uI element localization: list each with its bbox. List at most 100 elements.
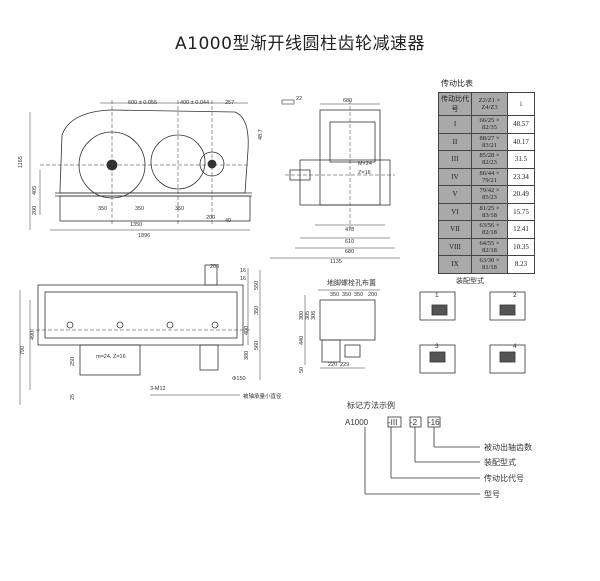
marking-assembly: -2: [410, 418, 418, 427]
top-dim-790: 790: [20, 346, 26, 355]
front-dim-405: 405: [32, 186, 38, 195]
top-view: [19, 264, 261, 405]
ratio-value: 12.41: [507, 220, 535, 239]
top-dim-25: 25: [70, 394, 76, 400]
front-dim-1896: 1896: [138, 233, 150, 239]
front-dim-400: 400 ± 0.044: [180, 100, 209, 106]
foot-dim-200: 200: [368, 292, 377, 298]
ratio-header-i: i: [507, 92, 535, 116]
ratio-code: IX: [438, 255, 472, 274]
assembly-num-2: 2: [513, 292, 517, 299]
ratio-code: I: [438, 115, 472, 134]
foot-view: [304, 289, 380, 369]
ratio-value: 40.17: [507, 132, 535, 151]
front-dim-350-c: 350: [175, 206, 184, 212]
front-dim-600: 600 ± 0.055: [128, 100, 157, 106]
ratio-value: 48.57: [507, 115, 535, 134]
top-dim-400: 400: [244, 326, 250, 335]
ratio-code: II: [438, 132, 472, 151]
top-dim-350: 350: [254, 306, 260, 315]
side-dim-22: 22: [296, 96, 302, 102]
foot-dim-50: 50: [299, 367, 305, 373]
front-dim-1165: 1165: [18, 156, 24, 168]
ratio-teeth: 79/42 × 85/23: [471, 185, 508, 204]
marking-meaning-ratio: 传动比代号: [484, 473, 524, 483]
front-dim-257: 257: [225, 100, 234, 106]
ratio-value: 10.35: [507, 237, 535, 256]
top-bolt-label: 3-M12: [150, 386, 166, 392]
top-shaft-label: Φ150: [232, 376, 246, 382]
top-dim-490: 490: [30, 331, 36, 340]
top-dim-550: 550: [254, 281, 260, 290]
top-dim-380: 380: [244, 351, 250, 360]
ratio-teeth: 64/55 × 82/18: [471, 237, 508, 256]
ratio-value: 8.23: [507, 255, 535, 274]
ratio-code: V: [438, 185, 472, 204]
assembly-caption: 装配型式: [456, 276, 484, 285]
ratio-value: 20.49: [507, 185, 535, 204]
side-dim-1135: 1135: [330, 259, 342, 265]
front-dim-40: 40: [225, 218, 231, 224]
foot-dim-440: 440: [299, 336, 305, 345]
front-dim-200-b: 200: [206, 215, 215, 221]
front-dim-350-a: 350: [98, 206, 107, 212]
foot-dim-220: 220: [328, 362, 337, 368]
ratio-header-code: 传动比代号: [438, 92, 472, 116]
side-dim-680-b: 680: [345, 249, 354, 255]
ratio-code: III: [438, 150, 472, 169]
assembly-num-1: 1: [435, 292, 439, 299]
foot-dim-305: 305: [305, 311, 311, 320]
top-dim-16-b: 16: [240, 276, 246, 282]
top-dim-560: 560: [254, 341, 260, 350]
side-dim-680: 680: [343, 98, 352, 104]
marking-meaning-model: 型号: [484, 490, 500, 499]
ratio-teeth: 85/28 × 82/23: [471, 150, 508, 169]
marking-teeth: -16: [428, 418, 440, 427]
ratio-code: VI: [438, 202, 472, 221]
ratio-table-caption: 传动比表: [441, 79, 473, 88]
ratio-header-teeth: Z2/Z1 × Z4/Z3: [471, 92, 508, 116]
side-view: [270, 99, 400, 259]
ratio-teeth: 66/25 × 82/35: [471, 115, 508, 134]
front-dim-1350: 1350: [130, 222, 142, 228]
foot-dim-306: 306: [311, 311, 317, 320]
front-view: [29, 100, 252, 231]
page-title: A1000型渐开线圆柱齿轮减速器: [175, 34, 425, 54]
ratio-code: IV: [438, 167, 472, 186]
ratio-teeth: 88/27 × 83/21: [471, 132, 508, 151]
marking-leaders: [364, 416, 480, 495]
side-dim-478: 478: [345, 227, 354, 233]
top-note-label: 被轴承量小直径: [243, 392, 282, 400]
marking-caption: 标记方法示例: [347, 400, 395, 410]
ratio-teeth: 86/44 × 79/21: [471, 167, 508, 186]
foot-dim-350-c: 350: [354, 292, 363, 298]
marking-ratio-code: -III: [388, 418, 397, 427]
front-dim-200: 200: [32, 206, 38, 215]
side-dim-48-7: 48.7: [258, 129, 264, 140]
ratio-value: 23.34: [507, 167, 535, 186]
foot-dim-350-a: 350: [330, 292, 339, 298]
assembly-num-4: 4: [513, 343, 517, 350]
ratio-value: 31.5: [507, 150, 535, 169]
top-gear-label: m=24, Z=16: [96, 354, 126, 360]
ratio-code: VIII: [438, 237, 472, 256]
ratio-teeth: 63/56 × 82/18: [471, 220, 508, 239]
foot-dim-350-b: 350: [342, 292, 351, 298]
foot-dim-300: 300: [299, 311, 305, 320]
assembly-diagrams: [419, 291, 526, 374]
top-dim-16-a: 16: [240, 268, 246, 274]
assembly-num-3: 3: [435, 343, 439, 350]
side-dim-610: 610: [345, 239, 354, 245]
marking-model: A1000: [345, 418, 369, 427]
front-dim-350-b: 350: [135, 206, 144, 212]
